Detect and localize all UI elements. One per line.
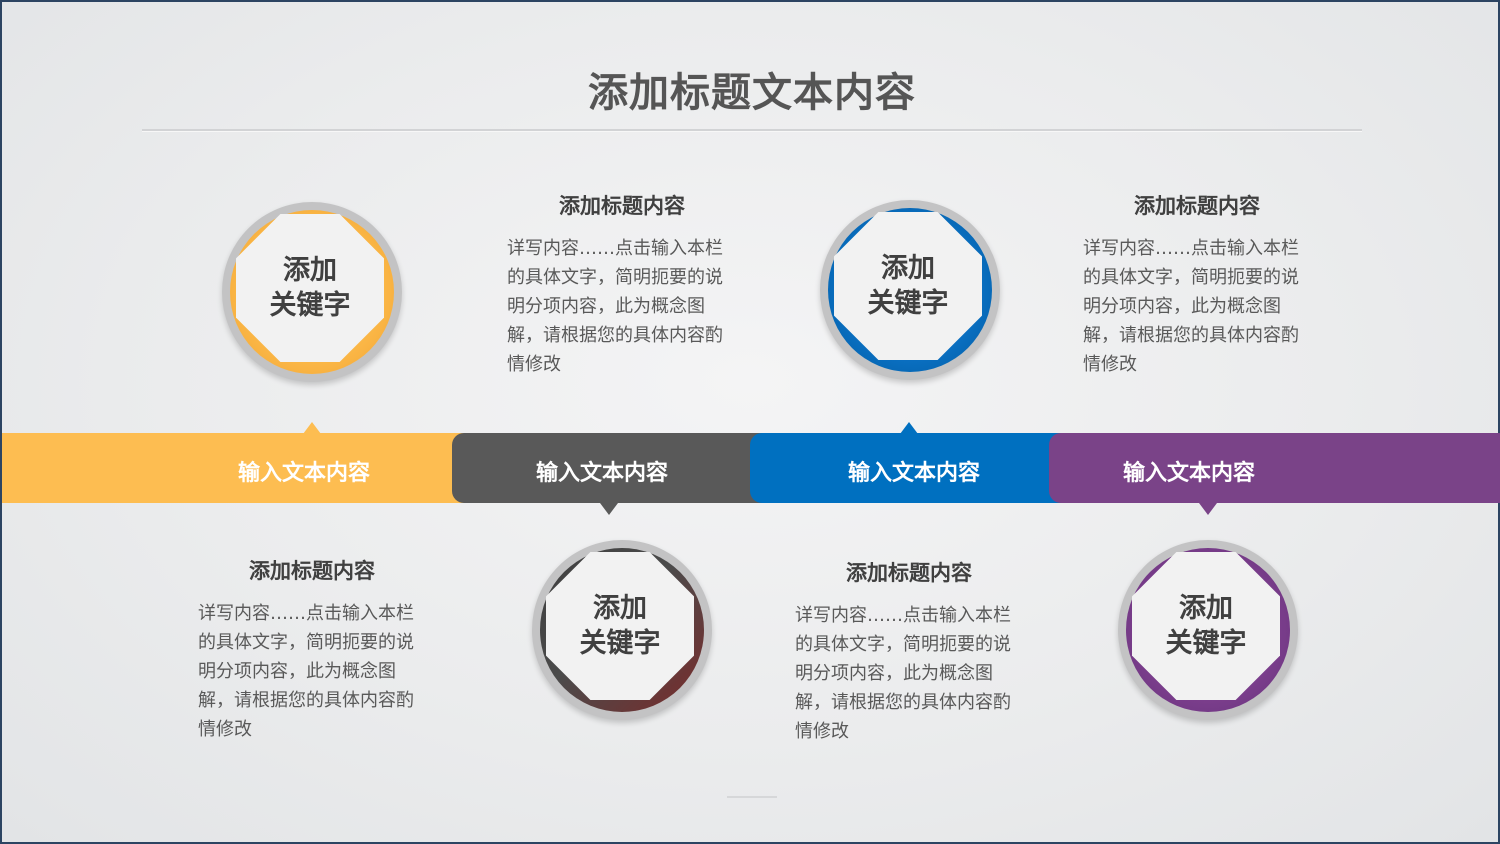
block-body: 详写内容……点击输入本栏的具体文字，简明扼要的说明分项内容，此为概念图解，请根据… <box>795 605 1011 742</box>
band-segment-1: 输入文本内容 <box>2 422 467 503</box>
block-heading: 添加标题内容 <box>249 559 375 583</box>
block-heading: 添加标题内容 <box>559 194 685 218</box>
title-divider <box>142 129 1362 132</box>
text-block-1: 添加标题内容 详写内容……点击输入本栏的具体文字，简明扼要的说明分项内容，此为概… <box>502 190 742 379</box>
band-segment-2: 输入文本内容 <box>452 433 767 515</box>
slide-title: 添加标题文本内容 <box>588 70 916 116</box>
pointer-down-icon <box>600 503 618 515</box>
keyword-badge-2: 添加 关键字 <box>532 540 712 720</box>
block-body: 详写内容……点击输入本栏的具体文字，简明扼要的说明分项内容，此为概念图解，请根据… <box>198 603 414 740</box>
badge-line-1: 添加 <box>283 255 337 286</box>
badge-line-1: 添加 <box>593 593 647 624</box>
octagon-label: 添加 关键字 <box>1132 552 1280 700</box>
octagon-label: 添加 关键字 <box>236 214 384 362</box>
band-label-4: 输入文本内容 <box>1123 461 1256 486</box>
block-body: 详写内容……点击输入本栏的具体文字，简明扼要的说明分项内容，此为概念图解，请根据… <box>1083 238 1299 375</box>
keyword-badge-1: 添加 关键字 <box>222 202 402 382</box>
text-block-3: 添加标题内容 详写内容……点击输入本栏的具体文字，简明扼要的说明分项内容，此为概… <box>192 555 432 744</box>
pointer-up-icon <box>303 422 321 434</box>
badge-line-1: 添加 <box>1179 593 1233 624</box>
keyword-badge-3: 添加 关键字 <box>820 200 1000 380</box>
badge-line-2: 关键字 <box>269 290 351 321</box>
block-body: 详写内容……点击输入本栏的具体文字，简明扼要的说明分项内容，此为概念图解，请根据… <box>507 238 723 375</box>
badge-line-1: 添加 <box>881 253 935 284</box>
footer-divider <box>727 796 777 798</box>
band-label-3: 输入文本内容 <box>848 461 981 486</box>
badge-line-2: 关键字 <box>1165 628 1247 659</box>
pointer-up-icon <box>900 422 918 434</box>
block-heading: 添加标题内容 <box>1134 194 1260 218</box>
octagon-label: 添加 关键字 <box>834 212 982 360</box>
badge-line-2: 关键字 <box>579 628 661 659</box>
band-segment-3: 输入文本内容 <box>750 422 1070 503</box>
band-segment-4: 输入文本内容 <box>1049 433 1500 515</box>
keyword-badge-4: 添加 关键字 <box>1118 540 1298 720</box>
band-label-2: 输入文本内容 <box>536 461 669 486</box>
octagon-label: 添加 关键字 <box>546 552 694 700</box>
text-block-2: 添加标题内容 详写内容……点击输入本栏的具体文字，简明扼要的说明分项内容，此为概… <box>1077 190 1317 379</box>
block-heading: 添加标题内容 <box>846 561 972 585</box>
band-label-1: 输入文本内容 <box>238 461 371 486</box>
pointer-down-icon <box>1199 503 1217 515</box>
badge-line-2: 关键字 <box>867 288 949 319</box>
text-block-4: 添加标题内容 详写内容……点击输入本栏的具体文字，简明扼要的说明分项内容，此为概… <box>789 557 1029 746</box>
